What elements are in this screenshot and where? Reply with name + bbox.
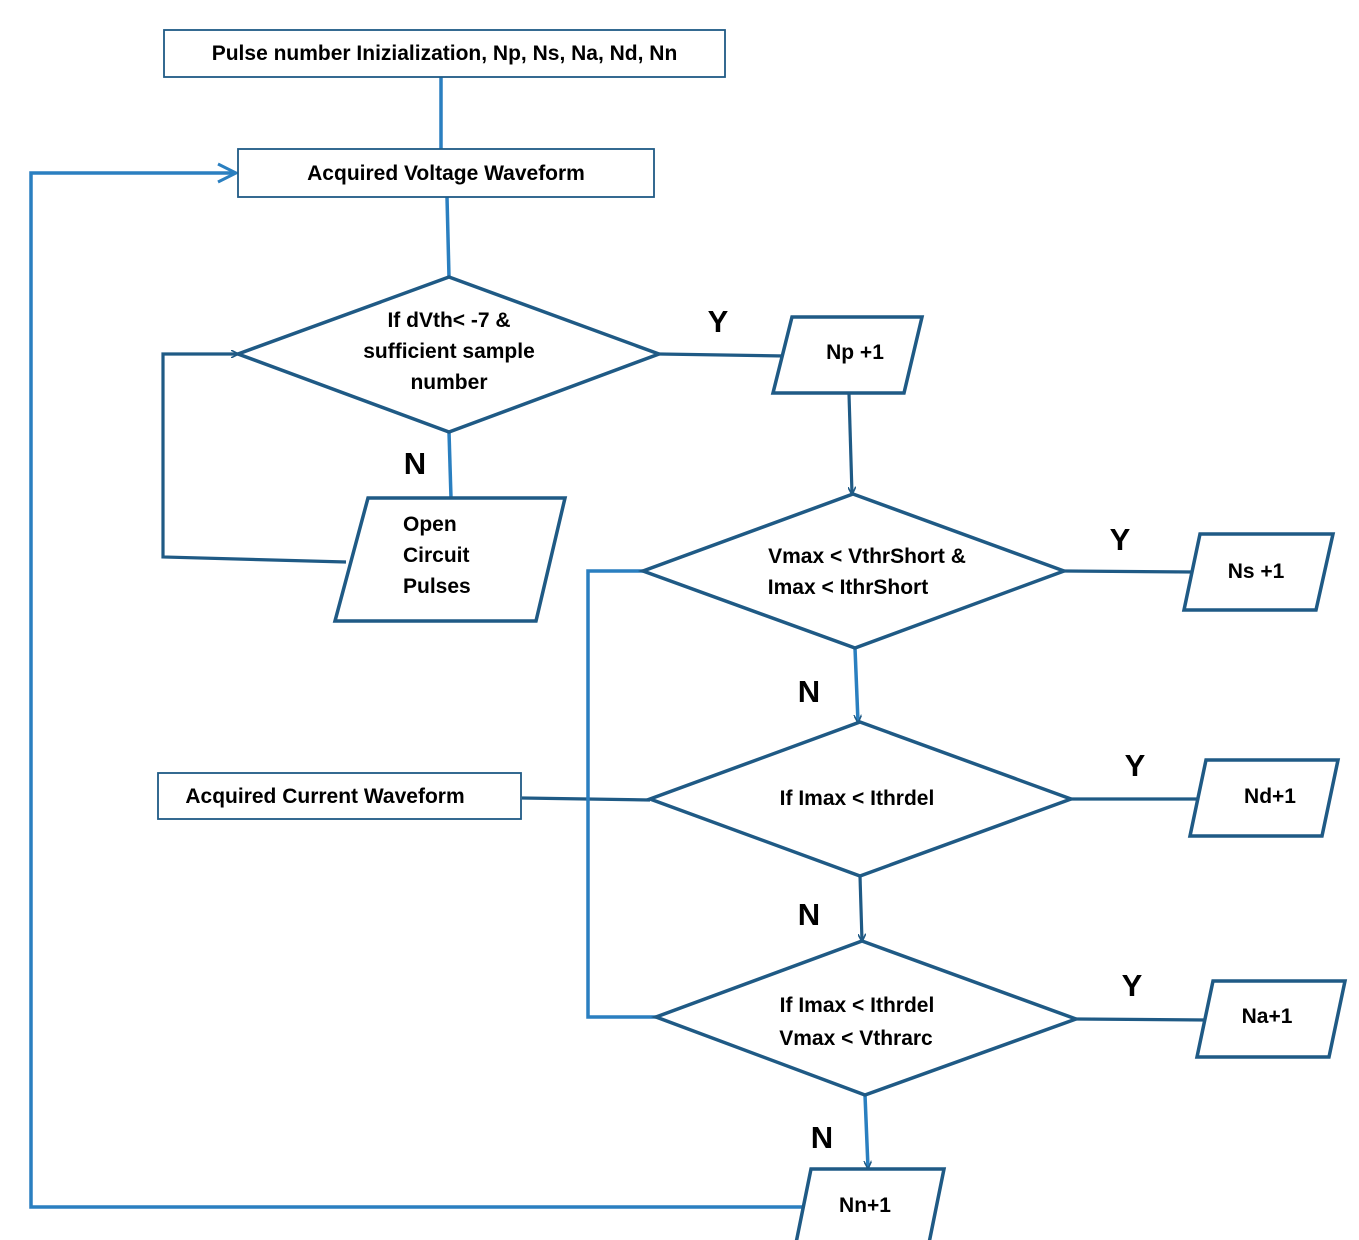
connector-voltage-to-decision-dvth — [445, 196, 451, 278]
init-text: Pulse number Inizialization, Np, Ns, Na,… — [212, 42, 678, 65]
connector-decision-dvth-to-np — [658, 352, 786, 358]
decision-dvth — [232, 275, 665, 434]
connector-current-to-decision-ithrdel — [521, 796, 651, 802]
decision-arc-line-2: Vmax < Vthrarc — [779, 1027, 933, 1050]
connector-decision-ithrdel-to-decision-arc — [860, 875, 862, 941]
loop-nn-to-voltage — [29, 171, 808, 1209]
nd-text: Nd+1 — [1244, 785, 1296, 808]
current-box — [157, 772, 522, 820]
np-counter — [770, 315, 925, 395]
no-label-ithrdel: N — [798, 897, 820, 932]
nd-counter — [1187, 758, 1341, 838]
no-label-short: N — [798, 674, 820, 709]
open-circuit-pulses — [332, 496, 568, 623]
na-counter — [1194, 979, 1348, 1059]
voltage-box — [237, 148, 655, 198]
connector-decision-arc-to-nn — [863, 1094, 868, 1168]
decision-short-line-1: Vmax < VthrShort & — [768, 545, 966, 568]
na-text: Na+1 — [1242, 1005, 1293, 1028]
connector-decision-short-to-ns — [1063, 569, 1195, 574]
init-box — [163, 29, 726, 78]
no-label-dvth: N — [404, 446, 426, 481]
decision-short-line-2: Imax < IthrShort — [768, 576, 928, 599]
decision-short — [637, 492, 1070, 650]
decision-dvth-line-1: If dVth< -7 & — [387, 309, 510, 332]
current-waveform-bus — [586, 569, 656, 1019]
loop-open-circuit-to-decision-dvth — [161, 354, 347, 564]
connector-decision-short-to-decision-ithrdel — [853, 647, 858, 722]
decision-ithrdel — [644, 720, 1077, 878]
nn-text: Nn+1 — [839, 1194, 891, 1217]
nn-counter — [794, 1167, 947, 1240]
decision-arc-line-1: If Imax < Ithrdel — [780, 994, 935, 1017]
np-text: Np +1 — [826, 341, 884, 364]
yes-label-ithrdel: Y — [1125, 748, 1146, 783]
ns-counter — [1181, 532, 1336, 612]
loop-arrowhead — [217, 162, 240, 184]
ns-text: Ns +1 — [1228, 560, 1285, 583]
open-circuit-line-1: Open — [403, 513, 457, 536]
yes-label-dvth: Y — [708, 304, 729, 339]
yes-label-short: Y — [1110, 522, 1131, 557]
decision-dvth-line-3: number — [410, 371, 487, 394]
yes-label-arc: Y — [1122, 968, 1143, 1003]
connector-decision-arc-to-na — [1075, 1017, 1208, 1022]
current-text: Acquired Current Waveform — [185, 785, 464, 808]
voltage-text: Acquired Voltage Waveform — [307, 162, 585, 185]
no-label-arc: N — [811, 1120, 833, 1155]
open-circuit-line-3: Pulses — [403, 575, 471, 598]
decision-dvth-line-2: sufficient sample — [363, 340, 535, 363]
decision-arc — [650, 939, 1082, 1097]
connector-decision-dvth-to-open-circuit — [447, 431, 453, 499]
connector-np-to-decision-short — [847, 393, 852, 494]
open-circuit-line-2: Circuit — [403, 544, 470, 567]
decision-ithrdel-text: If Imax < Ithrdel — [780, 787, 935, 810]
